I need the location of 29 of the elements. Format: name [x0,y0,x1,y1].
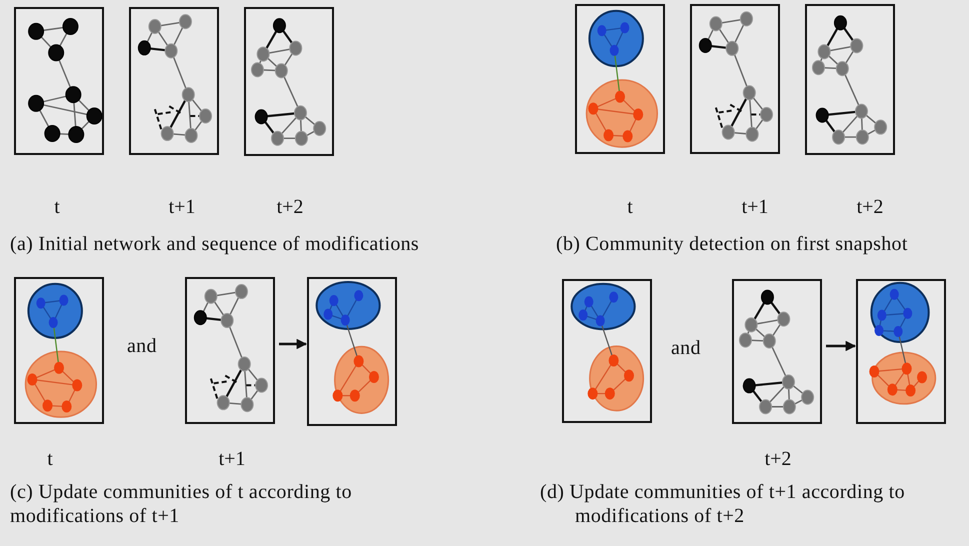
panel-caption: (c) Update communities of t according to modifications of t+1 [10,480,353,528]
panel-caption: (b) Community detection on first snapshot [556,232,909,256]
snapshot-frame [562,279,652,423]
snapshot-frame [14,7,104,155]
time-label: t [54,196,60,218]
time-label: t+1 [742,196,768,218]
time-label: t+1 [168,196,196,218]
time-label: t+2 [764,448,792,470]
time-label: t+1 [218,448,246,470]
time-label: t [47,448,53,470]
arrow [279,338,308,350]
snapshot-frame [805,4,895,155]
panel-caption: (a) Initial network and sequence of modifications [10,232,420,256]
panel-caption: (d) Update communities of t+1 according to modifications of t+2 [540,480,906,528]
connector-word: and [127,334,158,358]
snapshot-frame [14,277,104,424]
snapshot-frame [129,7,219,155]
snapshot-frame [732,279,822,424]
snapshot-frame [244,7,334,156]
snapshot-frame [575,4,665,154]
time-label: t+2 [856,196,884,218]
connector-word: and [671,336,702,360]
time-label: t+2 [276,196,304,218]
arrow [826,340,856,352]
snapshot-frame [307,277,397,426]
snapshot-frame [185,277,275,424]
snapshot-frame [856,279,946,424]
time-label: t [627,196,633,218]
snapshot-frame [690,4,780,154]
